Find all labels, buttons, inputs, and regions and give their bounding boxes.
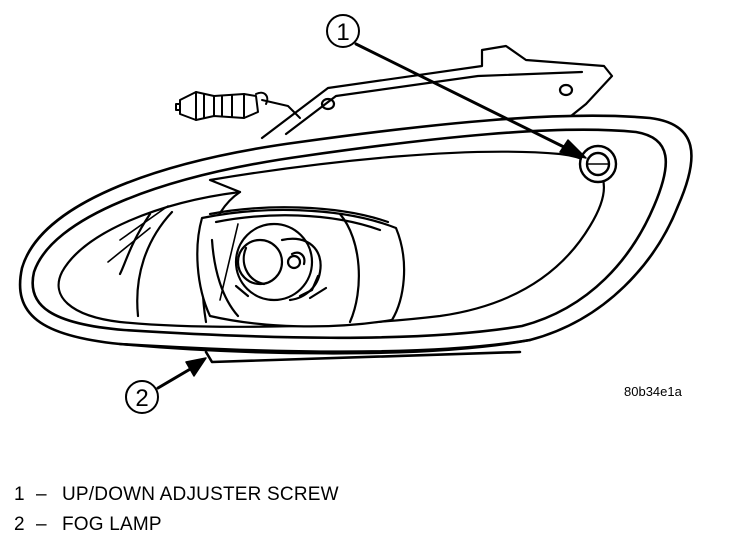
callout-1-number: 1 (336, 19, 349, 46)
legend-item-number: 2 (14, 514, 25, 535)
adjuster-screw (578, 144, 618, 184)
legend-item-label: FOG LAMP (62, 514, 162, 535)
legend-item-number: 1 (14, 484, 25, 505)
callout-2: 2 (125, 357, 207, 414)
lens-cavity (57, 150, 605, 328)
fog-lamp-module (196, 206, 406, 328)
legend-item-dash: – (36, 514, 47, 535)
legend: 1 – UP/DOWN ADJUSTER SCREW 2 – FOG LAMP (14, 480, 614, 540)
callout-2-number: 2 (135, 385, 148, 412)
figure-id: 80b34e1a (624, 384, 683, 399)
legend-item: 2 – FOG LAMP (14, 510, 614, 540)
wire-connector (175, 91, 301, 121)
legend-item-label: UP/DOWN ADJUSTER SCREW (62, 484, 339, 505)
legend-item-dash: – (36, 484, 47, 505)
callout-1: 1 (326, 14, 587, 159)
legend-item: 1 – UP/DOWN ADJUSTER SCREW (14, 480, 614, 510)
mounting-bracket (260, 44, 614, 140)
